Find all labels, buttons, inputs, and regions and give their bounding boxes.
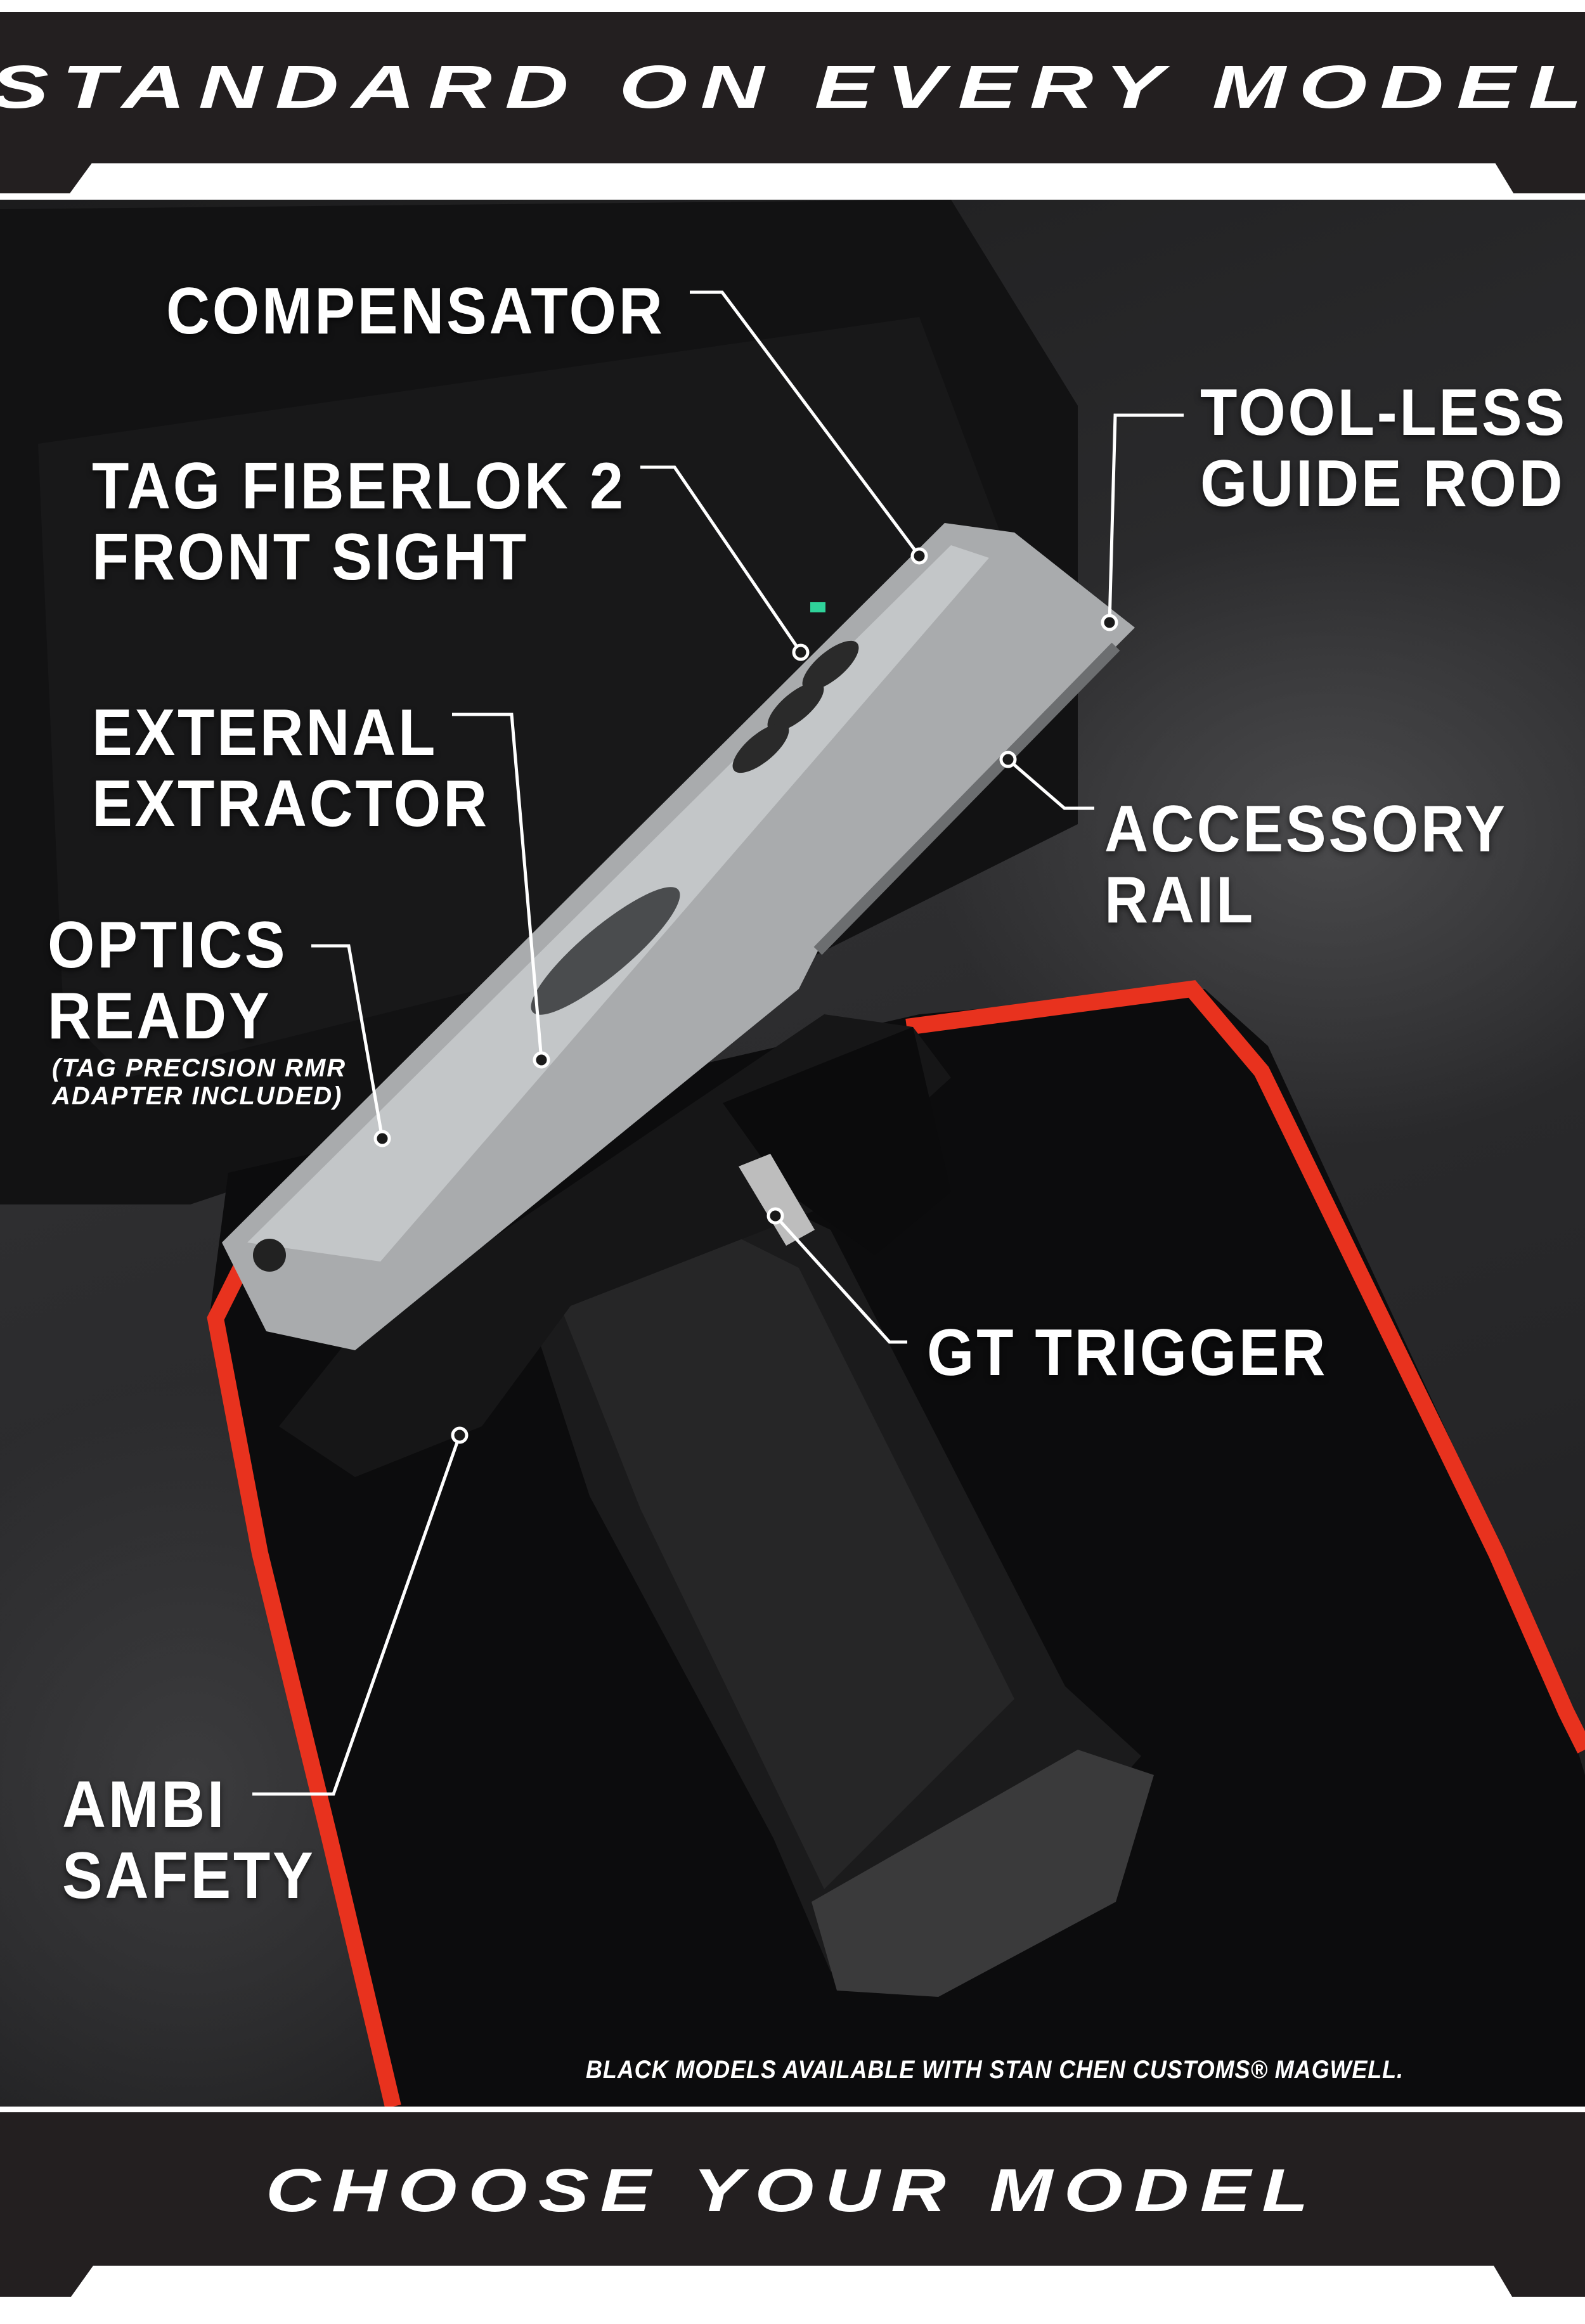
- rear-sight: [253, 1239, 286, 1272]
- label-compensator: COMPENSATOR: [166, 276, 664, 347]
- leader-rail: [1007, 758, 1094, 810]
- note-line: ADAPTER INCLUDED): [52, 1082, 343, 1110]
- ejection-port: [531, 887, 680, 1015]
- header-frame: [0, 12, 1585, 200]
- trigger: [739, 1154, 815, 1246]
- leader-optics: [311, 944, 384, 1139]
- label-line: ACCESSORY: [1104, 792, 1508, 866]
- trigger-guard: [723, 1027, 951, 1255]
- slide-rail-line: [813, 642, 1120, 955]
- leader-compensator: [690, 290, 921, 557]
- header-divider: [0, 163, 1585, 200]
- slide-highlight: [247, 545, 989, 1262]
- leader-front-sight: [640, 465, 803, 654]
- callout-dot: [910, 547, 928, 565]
- label-gt-trigger: GT TRIGGER: [927, 1317, 1328, 1388]
- label-line: GUIDE ROD: [1200, 447, 1565, 520]
- case-red-edge-left: [207, 1264, 401, 2107]
- front-sight: [810, 602, 825, 612]
- leader-trigger: [774, 1215, 907, 1344]
- label-extractor: EXTERNAL EXTRACTOR: [92, 697, 489, 839]
- label-front-sight: TAG FIBERLOK 2 FRONT SIGHT: [92, 451, 626, 593]
- label-line: SAFETY: [62, 1839, 316, 1913]
- leader-lines: [252, 290, 1184, 1796]
- comp-port: [732, 723, 789, 773]
- product-photo: COMPENSATOR TAG FIBERLOK 2 FRONT SIGHT T…: [0, 200, 1585, 2107]
- label-guide-rod: TOOL-LESS GUIDE ROD: [1200, 377, 1567, 519]
- disclaimer: BLACK MODELS AVAILABLE WITH STAN CHEN CU…: [586, 2056, 1404, 2084]
- footer-bar[interactable]: [0, 2112, 1585, 2324]
- callout-dot: [999, 751, 1017, 768]
- label-line: FRONT SIGHT: [92, 520, 529, 594]
- leader-guide-rod: [1108, 413, 1184, 623]
- label-line: AMBI: [62, 1768, 227, 1842]
- comp-port: [767, 681, 824, 732]
- header-tab-fill: [0, 12, 1585, 193]
- note-line: (TAG PRECISION RMR: [52, 1054, 347, 1082]
- callout-dot: [373, 1130, 391, 1147]
- label-line: EXTERNAL: [92, 696, 438, 770]
- grip-texture: [545, 1217, 1014, 1889]
- label-line: TOOL-LESS: [1200, 376, 1567, 449]
- leader-safety: [252, 1435, 462, 1796]
- callout-dot: [792, 643, 810, 661]
- comp-port: [802, 640, 859, 691]
- label-line: TAG FIBERLOK 2: [92, 449, 626, 523]
- choose-model-button[interactable]: CHOOSE YOUR MODEL: [265, 2157, 1320, 2224]
- label-line: READY: [48, 979, 272, 1053]
- leader-extractor: [452, 713, 543, 1061]
- label-line: COMPENSATOR: [166, 274, 665, 348]
- label-line: RAIL: [1104, 863, 1255, 937]
- callout-dot: [451, 1426, 469, 1444]
- footer-divider: [0, 2107, 1585, 2112]
- case-red-edge-right: [905, 980, 1585, 1753]
- holster-mesh: [38, 317, 1014, 1078]
- magwell: [812, 1750, 1154, 1997]
- label-optics-ready: OPTICS READY: [48, 910, 287, 1052]
- callout-dot: [767, 1207, 784, 1225]
- label-line: EXTRACTOR: [92, 767, 489, 841]
- label-line: GT TRIGGER: [927, 1316, 1328, 1390]
- callout-dot: [1101, 614, 1118, 631]
- footer-tab-fill: [0, 2112, 1585, 2297]
- callout-dot: [533, 1051, 550, 1069]
- pistol-illustration: [0, 200, 1585, 2107]
- label-ambi-safety: AMBI SAFETY: [62, 1769, 316, 1911]
- label-line: OPTICS: [48, 908, 288, 982]
- header-title: STANDARD ON EVERY MODEL: [0, 53, 1585, 121]
- label-accessory-rail: ACCESSORY RAIL: [1104, 794, 1508, 936]
- optics-note: (TAG PRECISION RMR ADAPTER INCLUDED): [52, 1054, 346, 1110]
